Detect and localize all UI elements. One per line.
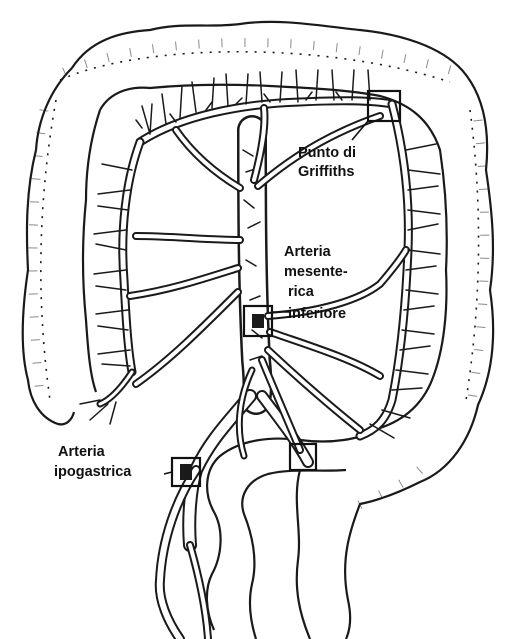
griffiths-point-label: Punto di Griffiths [298, 145, 360, 180]
hypogastric-artery-label: Arteria ipogastrica [54, 444, 132, 480]
inferior-mesenteric-artery-label: Arteria mesente- rica inferiore [284, 244, 352, 322]
iliac-arteries [160, 396, 308, 639]
